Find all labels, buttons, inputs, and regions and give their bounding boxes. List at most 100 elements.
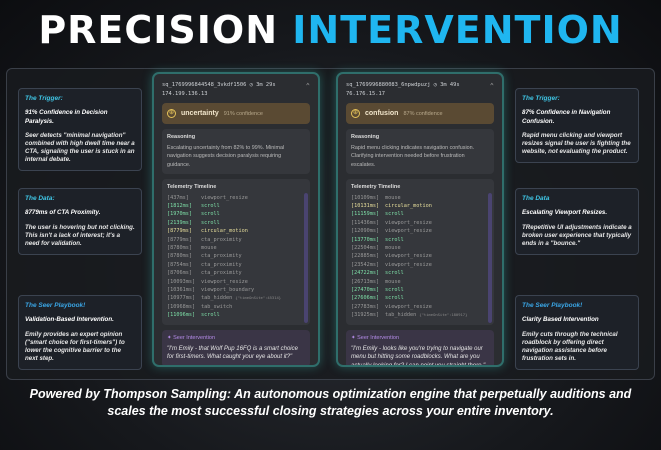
event-type: viewport_resize xyxy=(385,219,432,226)
box-description: TRepetitive UI adjustments indicate a br… xyxy=(522,223,632,247)
event-type: mouse xyxy=(385,278,401,285)
timeline-event: [27783ms]viewport_resize xyxy=(351,303,489,311)
box-headline: Escalating Viewport Resizes. xyxy=(522,209,608,217)
box-description: Emily cuts through the technical roadblo… xyxy=(522,330,618,362)
intervention-text: "I'm Emily - that Wolf Pup 16FQ is a sma… xyxy=(167,345,298,361)
event-time: [8779ms] xyxy=(167,228,192,235)
timeline-event: [13770ms]scroll xyxy=(351,236,489,244)
event-type: mouse xyxy=(385,245,401,252)
state-name: uncertainty xyxy=(181,110,219,118)
event-type: mouse xyxy=(385,194,401,201)
event-time: [8780ms] xyxy=(167,245,192,252)
sparkle-icon: ✦ xyxy=(351,334,356,341)
box-title: The Seer Playbook! xyxy=(522,302,583,309)
clock-icon: ◷ xyxy=(249,82,253,88)
event-type: scroll xyxy=(385,211,404,218)
box-headline: 8779ms of CTA Proximity. xyxy=(25,209,101,217)
event-time: [24722ms] xyxy=(351,270,380,277)
session-id: sq_1769996844548_3vkdf1506 xyxy=(162,82,247,88)
event-extra: {"timeOnSite":180917} xyxy=(419,312,468,318)
seer-intervention: ✦ Seer Intervention "I'm Emily - looks li… xyxy=(346,329,494,367)
timeline-event: [10968ms]tab_switch xyxy=(167,303,305,311)
reasoning-text: Rapid menu clicking indicates navigation… xyxy=(351,145,475,168)
timeline-event: [31925ms]tab_hidden {"timeOnSite":180917… xyxy=(351,311,489,319)
timeline-title: Telemetry Timeline xyxy=(167,183,217,190)
timeline-event: [10131ms]circular_motion xyxy=(351,202,489,210)
box-headline: Validation-Based Intervention. xyxy=(25,316,114,324)
event-time: [27783ms] xyxy=(351,303,380,310)
event-type: viewport_boundary xyxy=(201,287,255,294)
event-time: [8754ms] xyxy=(167,261,192,268)
event-type: scroll xyxy=(385,270,404,277)
event-type: circular_motion xyxy=(201,228,248,235)
timeline-event: [1970ms]scroll xyxy=(167,210,305,218)
state-icon: ⊕ xyxy=(167,109,176,119)
right-info-box: The Trigger: 87% Confidence in Navigatio… xyxy=(515,88,639,163)
reasoning-title: Reasoning xyxy=(351,134,380,141)
event-time: [10131ms] xyxy=(351,203,380,210)
telemetry-timeline: Telemetry Timeline [437ms]viewport_resize… xyxy=(162,178,310,325)
timeline-event: [11436ms] viewport_resize xyxy=(351,219,489,227)
box-headline: 87% Confidence in Navigation Confusion. xyxy=(522,109,611,125)
session-duration: 3m 49s xyxy=(440,82,460,88)
clock-icon: ◷ xyxy=(433,82,437,88)
event-type: cta_proximity xyxy=(201,261,242,268)
event-type: viewport_resize xyxy=(201,194,248,201)
timeline-event: [8779ms]cta_proximity xyxy=(167,236,305,244)
timeline-scrollbar[interactable] xyxy=(304,192,308,323)
event-type: scroll xyxy=(385,295,404,302)
session-id: sq_1769996880083_6npwdpuzj xyxy=(346,82,431,88)
event-type: scroll xyxy=(201,203,220,210)
chevron-up-icon[interactable]: ⌃ xyxy=(489,82,494,90)
event-type: mouse xyxy=(201,245,217,252)
timeline-event: [22504ms] mouse xyxy=(351,244,489,252)
footer-text: Powered by Thompson Sampling: An autonom… xyxy=(29,387,632,418)
timeline-event: [10977ms]tab_hidden {"timeOnSite":45314} xyxy=(167,294,305,302)
event-time: [22504ms] xyxy=(351,245,380,252)
event-time: [8779ms] xyxy=(167,236,192,243)
chevron-up-icon[interactable]: ⌃ xyxy=(305,82,310,90)
event-time: [8706ms] xyxy=(167,270,192,277)
event-type: viewport_resize xyxy=(385,253,432,260)
event-time: [10977ms] xyxy=(167,295,196,302)
intervention-title: Seer Intervention xyxy=(357,334,400,341)
reasoning-title: Reasoning xyxy=(167,134,196,141)
box-title: The Trigger: xyxy=(522,95,560,102)
timeline-event: [23542ms]viewport_resize xyxy=(351,261,489,269)
event-time: [10109ms] xyxy=(351,194,380,201)
event-time: [31925ms] xyxy=(351,312,380,319)
sparkle-icon: ✦ xyxy=(167,334,172,341)
timeline-scrollbar[interactable] xyxy=(488,192,492,323)
timeline-title: Telemetry Timeline xyxy=(351,183,401,190)
timeline-event: [437ms]viewport_resize xyxy=(167,194,305,202)
timeline-event: [27606ms]scroll xyxy=(351,294,489,302)
left-info-box: The Data: 8779ms of CTA Proximity. The u… xyxy=(18,188,142,255)
event-type: scroll xyxy=(385,287,404,294)
intervention-text: "I'm Emily - looks like you're trying to… xyxy=(351,345,486,367)
timeline-event: [8754ms] cta_proximity xyxy=(167,261,305,269)
timeline-event: [10361ms]viewport_boundary xyxy=(167,286,305,294)
box-description: Emily provides an expert opinion ("smart… xyxy=(25,330,125,362)
box-description: Seer detects "minimal navigation" combin… xyxy=(25,131,135,163)
reasoning-text: Escalating uncertainty from 82% to 99%. … xyxy=(167,145,285,168)
intervention-title: Seer Intervention xyxy=(173,334,216,341)
event-type: cta_proximity xyxy=(201,270,242,277)
event-type: viewport_resize xyxy=(385,228,432,235)
box-title: The Data: xyxy=(25,195,55,202)
telemetry-timeline: Telemetry Timeline[10109ms]mouse[10131ms… xyxy=(346,178,494,325)
right-info-box: The Data Escalating Viewport Resizes. TR… xyxy=(515,188,639,255)
timeline-event: [24722ms] scroll xyxy=(351,269,489,277)
box-title: The Seer Playbook! xyxy=(25,302,86,309)
event-time: [2139ms] xyxy=(167,219,192,226)
timeline-event: [8780ms]cta_proximity xyxy=(167,252,305,260)
session-ip: 174.199.136.13 xyxy=(162,90,208,97)
timeline-event: [12090ms]viewport_resize xyxy=(351,227,489,235)
event-time: [11436ms] xyxy=(351,219,380,226)
event-time: [1970ms] xyxy=(167,211,192,218)
